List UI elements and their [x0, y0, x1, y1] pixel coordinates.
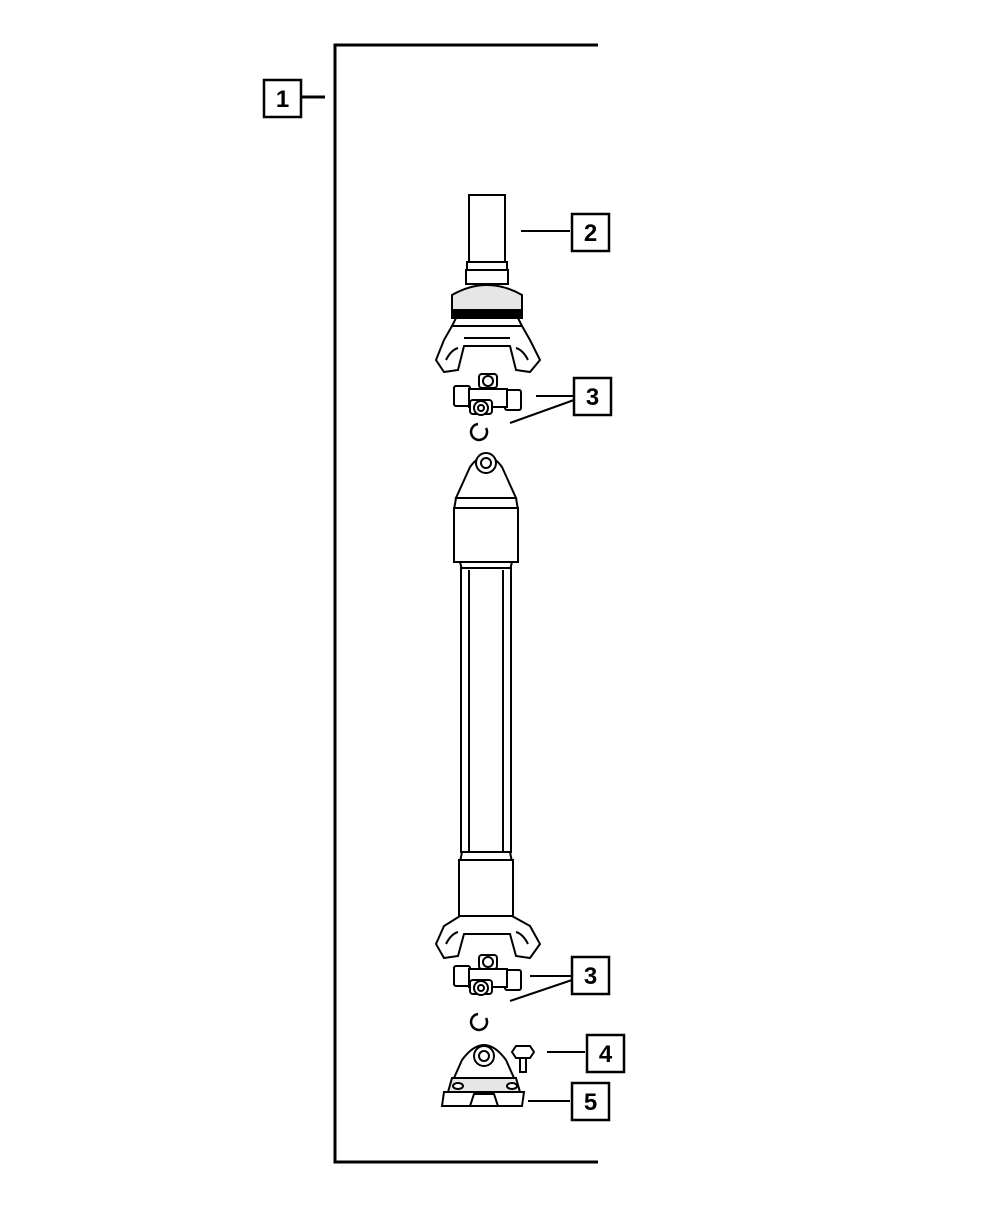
callout-3-lower[interactable]: 3	[509, 955, 611, 1002]
snap-ring-lower	[469, 1012, 489, 1032]
callout-2[interactable]: 2	[521, 212, 611, 253]
slip-yoke	[434, 194, 542, 374]
assembly-bracket	[302, 43, 598, 1164]
callout-1[interactable]: 1	[262, 78, 303, 119]
callout-4[interactable]: 4	[547, 1033, 626, 1074]
callout-4-label: 4	[599, 1041, 613, 1068]
flange-yoke	[440, 1044, 526, 1107]
drive-shaft-tube	[434, 452, 542, 960]
callout-3-upper-label: 3	[586, 384, 599, 411]
universal-joint-upper	[453, 373, 522, 416]
callout-5-label: 5	[584, 1089, 597, 1116]
snap-ring-upper	[469, 422, 489, 442]
callout-3-lower-label: 3	[584, 963, 597, 990]
universal-joint-lower	[453, 954, 522, 996]
callout-5[interactable]: 5	[528, 1081, 611, 1122]
callout-3-upper[interactable]: 3	[509, 376, 613, 424]
flange-bolt	[510, 1045, 536, 1073]
callout-1-label: 1	[276, 86, 289, 113]
callout-2-label: 2	[584, 220, 597, 247]
